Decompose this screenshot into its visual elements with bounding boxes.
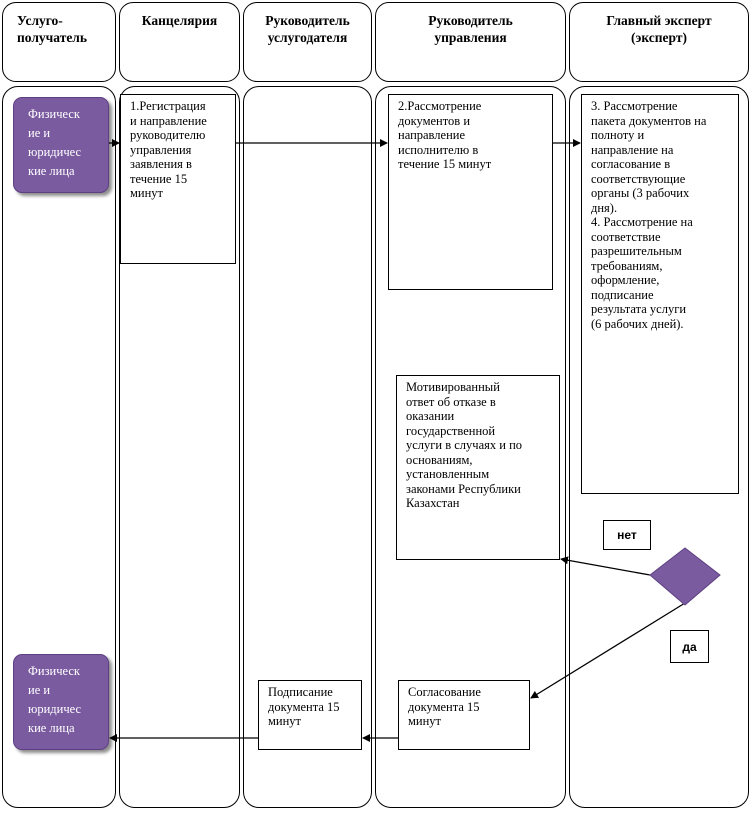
arrow-decision-no-to-refusal: [560, 556, 651, 576]
step-registration-box: 1.Регистрация и направление руководителю…: [120, 94, 236, 264]
arrow-decision-yes-to-approval: [530, 602, 686, 699]
column-header-department-head: Руководитель управления: [375, 2, 566, 82]
column-header-provider-head-text: Руководитель услугодателя: [265, 13, 350, 45]
column-header-chief-expert-text: Главный эксперт (эксперт): [606, 13, 712, 45]
column-header-department-head-text: Руководитель управления: [428, 13, 513, 45]
decision-diamond: [649, 547, 721, 606]
decision-no-label: нет: [603, 520, 651, 550]
step-review-box: 2.Рассмотрение документов и направление …: [388, 94, 553, 290]
signing-box: Подписание документа 15 минут: [258, 680, 362, 750]
column-header-office: Канцелярия: [119, 2, 240, 82]
column-header-office-text: Канцелярия: [141, 13, 218, 28]
actor-applicant-bottom: Физическ ие и юридичес кие лица: [13, 654, 109, 750]
column-header-chief-expert: Главный эксперт (эксперт): [569, 2, 749, 82]
step-expert-review-box: 3. Рассмотрение пакета документов на пол…: [581, 94, 739, 494]
decision-yes-label: да: [670, 630, 709, 663]
column-header-recipient: Услуго- получатель: [2, 2, 116, 82]
refusal-box: Мотивированный ответ об отказе в оказани…: [396, 375, 560, 560]
column-header-recipient-text: Услуго- получатель: [17, 13, 88, 45]
actor-applicant-top: Физическ ие и юридичес кие лица: [13, 97, 109, 193]
approval-box: Согласование документа 15 минут: [398, 680, 530, 750]
column-header-provider-head: Руководитель услугодателя: [243, 2, 372, 82]
